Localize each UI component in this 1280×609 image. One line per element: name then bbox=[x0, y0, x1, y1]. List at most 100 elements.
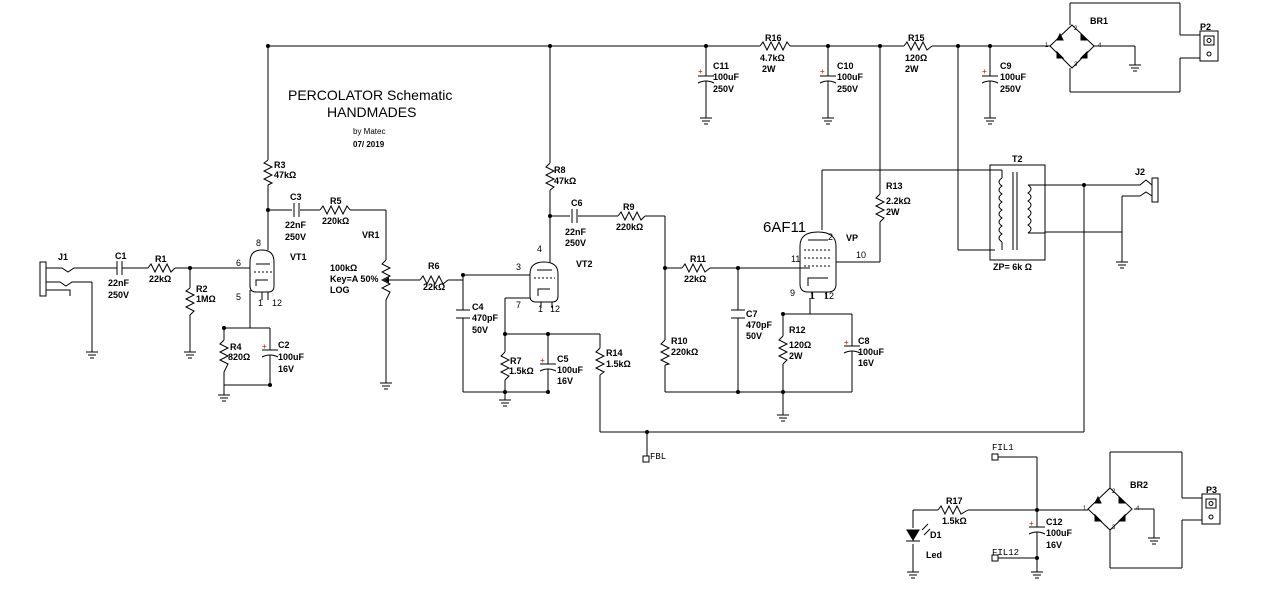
resistor-r17: R17 1.5kΩ bbox=[937, 496, 969, 526]
r13-ref: R13 bbox=[886, 181, 903, 191]
r1-ref: R1 bbox=[155, 254, 167, 264]
vt1-pin12: 12 bbox=[272, 298, 282, 308]
c3-voltage: 250V bbox=[285, 232, 306, 242]
c8-ref: C8 bbox=[858, 336, 870, 346]
potentiometer-icon bbox=[380, 259, 392, 301]
capacitor-c4: C4 470pF 50V bbox=[456, 302, 499, 335]
c10-voltage: 250V bbox=[837, 84, 858, 94]
c3-ref: C3 bbox=[290, 192, 302, 202]
r12-ref: R12 bbox=[789, 325, 806, 335]
transformer-icon bbox=[989, 164, 1046, 261]
ground-icon bbox=[1148, 537, 1160, 545]
triode-vt1: VT1 6 8 5 1 12 bbox=[236, 238, 307, 308]
resistor-r10: R10 220kΩ bbox=[659, 336, 698, 366]
connector-p3: P3 bbox=[1201, 485, 1221, 525]
r16-power: 2W bbox=[762, 64, 776, 74]
ground-icon bbox=[907, 571, 919, 579]
c12-polarity: + bbox=[1029, 519, 1034, 528]
br1-ref: BR1 bbox=[1090, 16, 1108, 26]
ground-icon bbox=[777, 414, 789, 422]
title-line1: PERCOLATOR Schematic bbox=[288, 87, 452, 103]
c9-ref: C9 bbox=[1000, 61, 1012, 71]
connector-p2: P2 bbox=[1199, 22, 1219, 62]
c4-value: 470pF bbox=[472, 313, 499, 323]
vr1-taper: LOG bbox=[330, 285, 350, 295]
terminal-fil1: FIL1 bbox=[991, 443, 1014, 461]
r15-power: 2W bbox=[905, 64, 919, 74]
c12-voltage: 16V bbox=[1046, 540, 1062, 550]
vr1-value: 100kΩ bbox=[330, 263, 357, 273]
r2-ref: R2 bbox=[196, 284, 208, 294]
c2-value: 100uF bbox=[278, 352, 305, 362]
c4-voltage: 50V bbox=[472, 325, 488, 335]
capacitor-c2: + C2 100uF 16V bbox=[261, 340, 305, 374]
capacitor-icon bbox=[571, 209, 578, 223]
r11-ref: R11 bbox=[690, 254, 706, 264]
r14-ref: R14 bbox=[606, 348, 623, 358]
fil1-ref: FIL1 bbox=[992, 443, 1014, 453]
electrolytic-capacitor-icon bbox=[697, 68, 715, 96]
jack-icon bbox=[1135, 177, 1159, 203]
resistor-icon bbox=[147, 262, 176, 274]
r8-value: 47kΩ bbox=[554, 176, 576, 186]
capacitor-c9: + C9 100uF 250V bbox=[981, 61, 1027, 96]
ground-icon bbox=[86, 351, 98, 359]
capacitor-icon bbox=[293, 203, 300, 217]
vt1-pin8: 8 bbox=[256, 238, 261, 248]
resistor-r13: R13 2.2kΩ 2W bbox=[874, 181, 911, 223]
br1-pin4: 4 bbox=[1098, 43, 1102, 49]
vt1-pin6: 6 bbox=[236, 258, 241, 268]
br1-pin1: 1 bbox=[1045, 43, 1049, 49]
terminal-fil12: FIL12 bbox=[991, 548, 1019, 562]
resistor-icon bbox=[874, 193, 886, 223]
resistor-icon bbox=[937, 504, 969, 516]
ground-icon bbox=[984, 96, 996, 125]
vt2-pin4: 4 bbox=[537, 244, 542, 254]
resistor-r7: R7 1.5kΩ bbox=[499, 351, 534, 381]
vp-pin10: 10 bbox=[856, 250, 866, 260]
resistor-r6: R6 22kΩ bbox=[419, 261, 449, 292]
t2-ref: T2 bbox=[1012, 154, 1023, 164]
jack-icon bbox=[39, 261, 78, 297]
ground-icon bbox=[184, 351, 196, 359]
led-icon bbox=[906, 523, 931, 542]
vp-ref: VP bbox=[846, 233, 858, 243]
r14-value: 1.5kΩ bbox=[606, 359, 631, 369]
capacitor-c6: C6 22nF 250V bbox=[565, 198, 587, 248]
electrolytic-capacitor-icon bbox=[819, 68, 837, 96]
resistor-icon bbox=[262, 159, 274, 186]
c1-ref: C1 bbox=[115, 251, 127, 261]
pentode-vp: 6AF11 VP 2 11 10 9 1 12 bbox=[763, 219, 866, 301]
pentode-icon bbox=[799, 231, 858, 298]
vt1-ref: VT1 bbox=[290, 252, 307, 262]
c7-voltage: 50V bbox=[746, 331, 762, 341]
br2-pin2: 2 bbox=[1112, 489, 1116, 495]
resistor-r11: R11 22kΩ bbox=[681, 254, 711, 284]
input-jack-j1: J1 bbox=[39, 252, 78, 297]
r15-value: 120Ω bbox=[905, 53, 927, 63]
vt2-pin7: 7 bbox=[516, 300, 521, 310]
r8-ref: R8 bbox=[554, 165, 566, 175]
ground-icon bbox=[1031, 571, 1043, 579]
c2-ref: C2 bbox=[278, 340, 290, 350]
ground-icon bbox=[822, 96, 834, 125]
capacitor-icon bbox=[731, 309, 745, 319]
r7-value: 1.5kΩ bbox=[509, 366, 534, 376]
c6-ref: C6 bbox=[571, 198, 583, 208]
potentiometer-vr1: VR1 100kΩ Key=A 50% LOG bbox=[330, 230, 392, 301]
resistor-r3: R3 47kΩ bbox=[262, 159, 296, 186]
ground-icon bbox=[380, 382, 392, 390]
r1-value: 22kΩ bbox=[149, 274, 171, 284]
r7-ref: R7 bbox=[510, 356, 522, 366]
r3-ref: R3 bbox=[274, 160, 286, 170]
r12-power: 2W bbox=[789, 351, 803, 361]
j1-ref: J1 bbox=[58, 252, 68, 262]
resistor-icon bbox=[777, 335, 789, 365]
junction-dots bbox=[188, 44, 1086, 560]
c8-voltage: 16V bbox=[858, 358, 874, 368]
bridge-rectifier-icon bbox=[1049, 24, 1095, 69]
resistor-r16: R16 4.7kΩ 2W bbox=[759, 33, 791, 74]
vr1-ref: VR1 bbox=[362, 230, 380, 240]
r5-ref: R5 bbox=[330, 196, 342, 206]
r17-ref: R17 bbox=[946, 496, 963, 506]
